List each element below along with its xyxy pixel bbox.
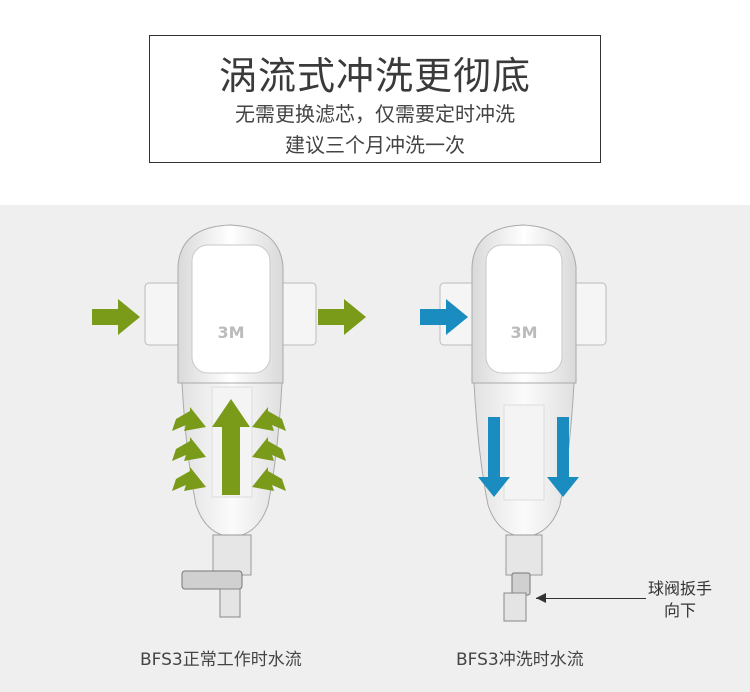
annotation-line-2: 向下 [664,601,697,620]
green-outlet-arrow [318,299,366,335]
green-up-arrow [212,399,250,495]
filter-illustration: 3M 3M [92,224,607,622]
green-in-arrow-r3 [252,467,286,491]
blue-inlet-arrow [420,299,468,335]
green-in-arrow-l2 [172,437,206,461]
illustration-section: 3M 3M [0,205,750,692]
left-logo: 3M [217,323,244,342]
blue-down-arrow-2 [547,417,579,497]
green-inlet-arrow [92,299,140,335]
valve-annotation: 球阀扳手 向下 [648,578,712,622]
right-flow-arrows [420,299,579,497]
right-logo: 3M [510,323,537,342]
title-box: 涡流式冲洗更彻底 无需更换滤芯，仅需要定时冲洗 建议三个月冲洗一次 [149,35,601,163]
annotation-line [536,598,646,599]
green-in-arrow-r2 [252,437,286,461]
page-title: 涡流式冲洗更彻底 [218,54,531,98]
left-flow-arrows [92,299,366,495]
right-caption: BFS3冲洗时水流 [456,650,584,670]
blue-down-arrow-1 [478,417,510,497]
header-section: 涡流式冲洗更彻底 无需更换滤芯，仅需要定时冲洗 建议三个月冲洗一次 [0,0,750,205]
subtitle-line-1: 无需更换滤芯，仅需要定时冲洗 [235,102,515,126]
green-in-arrow-l1 [172,407,206,431]
left-caption: BFS3正常工作时水流 [140,650,302,670]
green-in-arrow-l3 [172,467,206,491]
annotation-line-1: 球阀扳手 [648,579,713,598]
green-in-arrow-r1 [252,407,286,431]
right-filter: 3M [439,224,607,622]
subtitle-line-2: 建议三个月冲洗一次 [285,133,465,157]
